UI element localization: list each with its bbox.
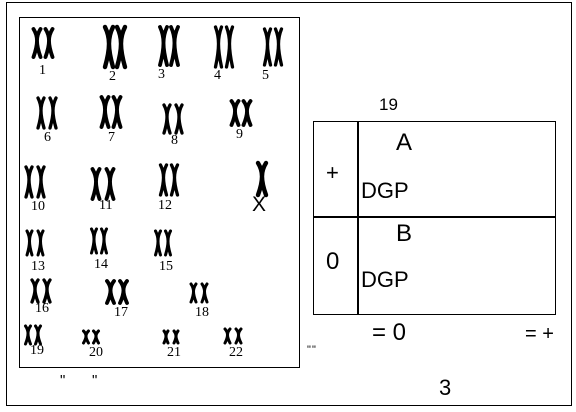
outer-frame [6, 2, 572, 406]
pair-label-1: 1 [39, 63, 46, 78]
chromosome-9-a [229, 99, 241, 127]
chromosome-12-b [169, 163, 180, 197]
pair-label-19: 19 [30, 343, 44, 358]
chromosome-3-b [169, 25, 180, 67]
chromosome-5-b [273, 27, 284, 67]
pair-label-17: 17 [114, 305, 128, 320]
pair-label-7: 7 [108, 130, 115, 145]
top-number: 19 [379, 95, 398, 114]
row2-code: DGP [361, 267, 409, 292]
chromosome-15-a [154, 229, 162, 257]
pair-label-22: 22 [229, 345, 243, 360]
bottom-number: 3 [439, 375, 452, 400]
chromosome-19-a [24, 324, 32, 346]
chromosome-20-a [82, 329, 90, 345]
pair-label-4: 4 [214, 68, 221, 83]
chromosome-7-b [111, 95, 123, 129]
chromosome-12-a [158, 163, 169, 197]
row1-code: DGP [361, 178, 409, 203]
chromosome-21-a [162, 329, 170, 345]
chromosome-6-a [36, 96, 46, 130]
chromosome-13-a [25, 229, 34, 257]
chromosome-2-a [102, 24, 116, 70]
chromosome-15-b [164, 229, 172, 257]
equals-zero: = 0 [372, 319, 407, 346]
chromosome-22-a [223, 327, 232, 345]
chromosome-22-b [234, 327, 243, 345]
pair-label-6: 6 [44, 130, 51, 145]
table-row-divider [313, 216, 556, 218]
pair-label-20: 20 [89, 345, 103, 360]
pair-label-14: 14 [94, 257, 108, 272]
chromosome-21-b [172, 329, 180, 345]
pair-label-16: 16 [35, 301, 49, 316]
row1-letter: A [396, 129, 413, 156]
karyotype-chromosomes [24, 24, 284, 346]
karyotype-panel [19, 17, 300, 368]
chromosome-5-a [262, 27, 273, 67]
chromosome-11-a [90, 167, 102, 201]
chromosome-6-b [48, 96, 58, 130]
pair-label-8: 8 [171, 133, 178, 148]
row2-sign: 0 [326, 248, 340, 275]
chromosome-8-b [174, 103, 184, 135]
pair-label-12: 12 [158, 198, 172, 213]
pair-label-18: 18 [195, 305, 209, 320]
chromosome-16-b [42, 278, 52, 304]
row2-letter: B [396, 220, 413, 247]
chromosome-3-a [158, 25, 169, 67]
pair-label-21: 21 [167, 345, 181, 360]
pair-label-3: 3 [158, 67, 165, 82]
chromosome-11-b [104, 167, 116, 201]
chromosome-17-b [118, 279, 129, 305]
pair-label-15: 15 [159, 259, 173, 274]
chromosome-14-a [90, 227, 98, 255]
below-marks: " " [307, 344, 316, 356]
chromosome-13-b [36, 229, 45, 257]
chromosome-19-b [34, 324, 42, 346]
chromosome-2-b [114, 24, 128, 70]
chromosome-17-a [105, 279, 116, 305]
row1-sign: + [326, 160, 339, 185]
pair-label-9: 9 [236, 127, 243, 142]
chromosome-10-a [24, 165, 34, 199]
chromosome-8-a [162, 103, 172, 135]
chromosome-x [255, 160, 269, 198]
bottom-mark-right: " [92, 372, 98, 389]
chromosome-18-a [189, 282, 198, 304]
bottom-mark-left: " [60, 372, 66, 389]
table-column-divider [357, 121, 359, 315]
pair-label-5: 5 [262, 68, 269, 83]
chromosome-16-a [30, 278, 40, 304]
sex-chromosome-label: X [252, 193, 267, 216]
pair-label-10: 10 [31, 199, 45, 214]
chromosome-9-b [241, 99, 253, 127]
chromosome-4-b [224, 25, 235, 69]
chromosome-10-b [36, 165, 46, 199]
chromosome-4-a [213, 25, 224, 69]
pair-label-11: 11 [99, 198, 113, 213]
chromosome-1-a [31, 27, 43, 59]
pair-label-13: 13 [31, 259, 45, 274]
equals-plus: = + [525, 323, 554, 345]
chromosome-18-b [200, 282, 209, 304]
chromosome-14-b [100, 227, 108, 255]
chromosome-1-b [43, 27, 55, 59]
pair-label-2: 2 [109, 69, 116, 84]
genotype-table [313, 121, 556, 315]
chromosome-20-b [92, 329, 100, 345]
chromosome-7-a [99, 95, 111, 129]
